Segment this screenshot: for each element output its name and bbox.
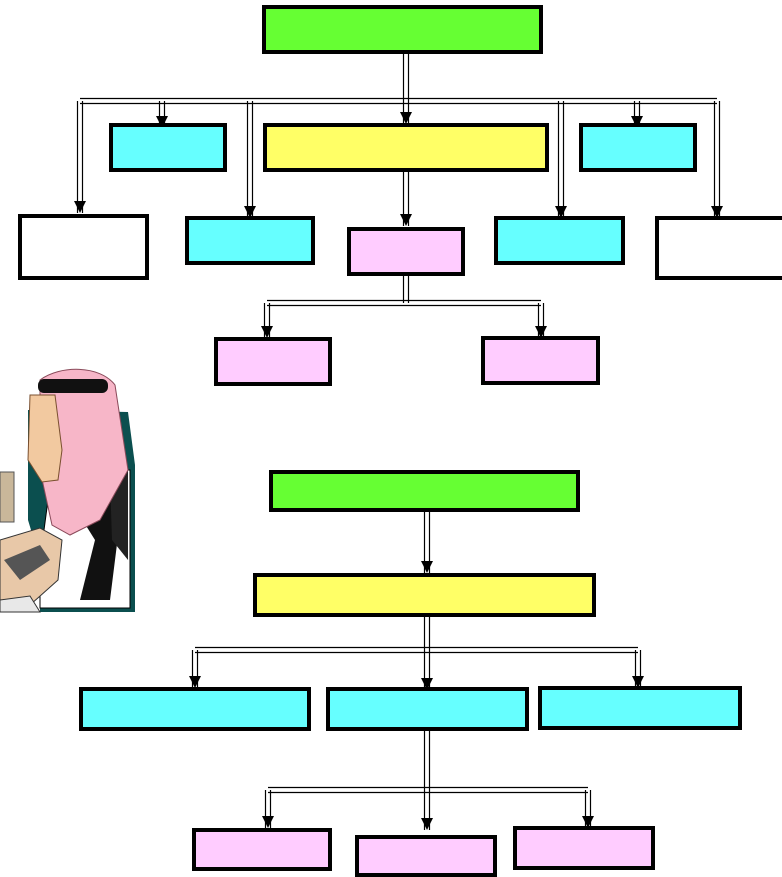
top-l2-box-2 [185, 216, 315, 265]
bottom-l1-box-center [326, 687, 529, 731]
connector-arrowhead-62 [582, 816, 594, 828]
bottom-l1-box-left [79, 687, 311, 731]
connector-arrowhead-51 [632, 676, 644, 688]
top-l1-box-center [263, 123, 549, 172]
top-l2-box-3 [347, 227, 465, 276]
connector-arrowhead-34 [261, 326, 273, 338]
bottom-child-box [253, 573, 596, 617]
top-l3-box-left [214, 337, 332, 386]
connector-arrowhead-54 [421, 818, 433, 830]
top-l2-box-5 [655, 216, 782, 280]
connector-lines [74, 54, 723, 830]
connector-arrowhead-43 [421, 678, 433, 690]
bottom-l1-box-right [538, 686, 742, 730]
bottom-l2-box-center [355, 835, 497, 877]
bottom-root-box [269, 470, 580, 512]
connector-arrowhead-21 [555, 206, 567, 218]
top-l3-box-right [481, 336, 600, 385]
connector-arrowhead-37 [535, 326, 547, 338]
connector-arrowhead-9 [156, 116, 168, 128]
man-at-computer-icon [0, 368, 135, 613]
top-l1-box-right [579, 123, 697, 172]
connector-arrowhead-18 [244, 206, 256, 218]
connector-arrowhead-15 [74, 201, 86, 213]
connector-arrowhead-27 [400, 214, 412, 226]
top-l2-box-4 [494, 216, 625, 265]
connector-arrowhead-40 [421, 561, 433, 573]
top-l2-box-1 [18, 214, 149, 280]
bottom-l2-box-right [513, 826, 655, 870]
connector-arrowhead-48 [189, 676, 201, 688]
bottom-l2-box-left [192, 828, 332, 871]
top-root-box [262, 5, 543, 54]
connector-arrowhead-12 [631, 116, 643, 128]
chart-boxes [18, 5, 782, 877]
top-l1-box-left [109, 123, 227, 172]
connector-arrowhead-24 [711, 206, 723, 218]
connector-arrowhead-6 [400, 112, 412, 124]
connector-arrowhead-59 [262, 816, 274, 828]
